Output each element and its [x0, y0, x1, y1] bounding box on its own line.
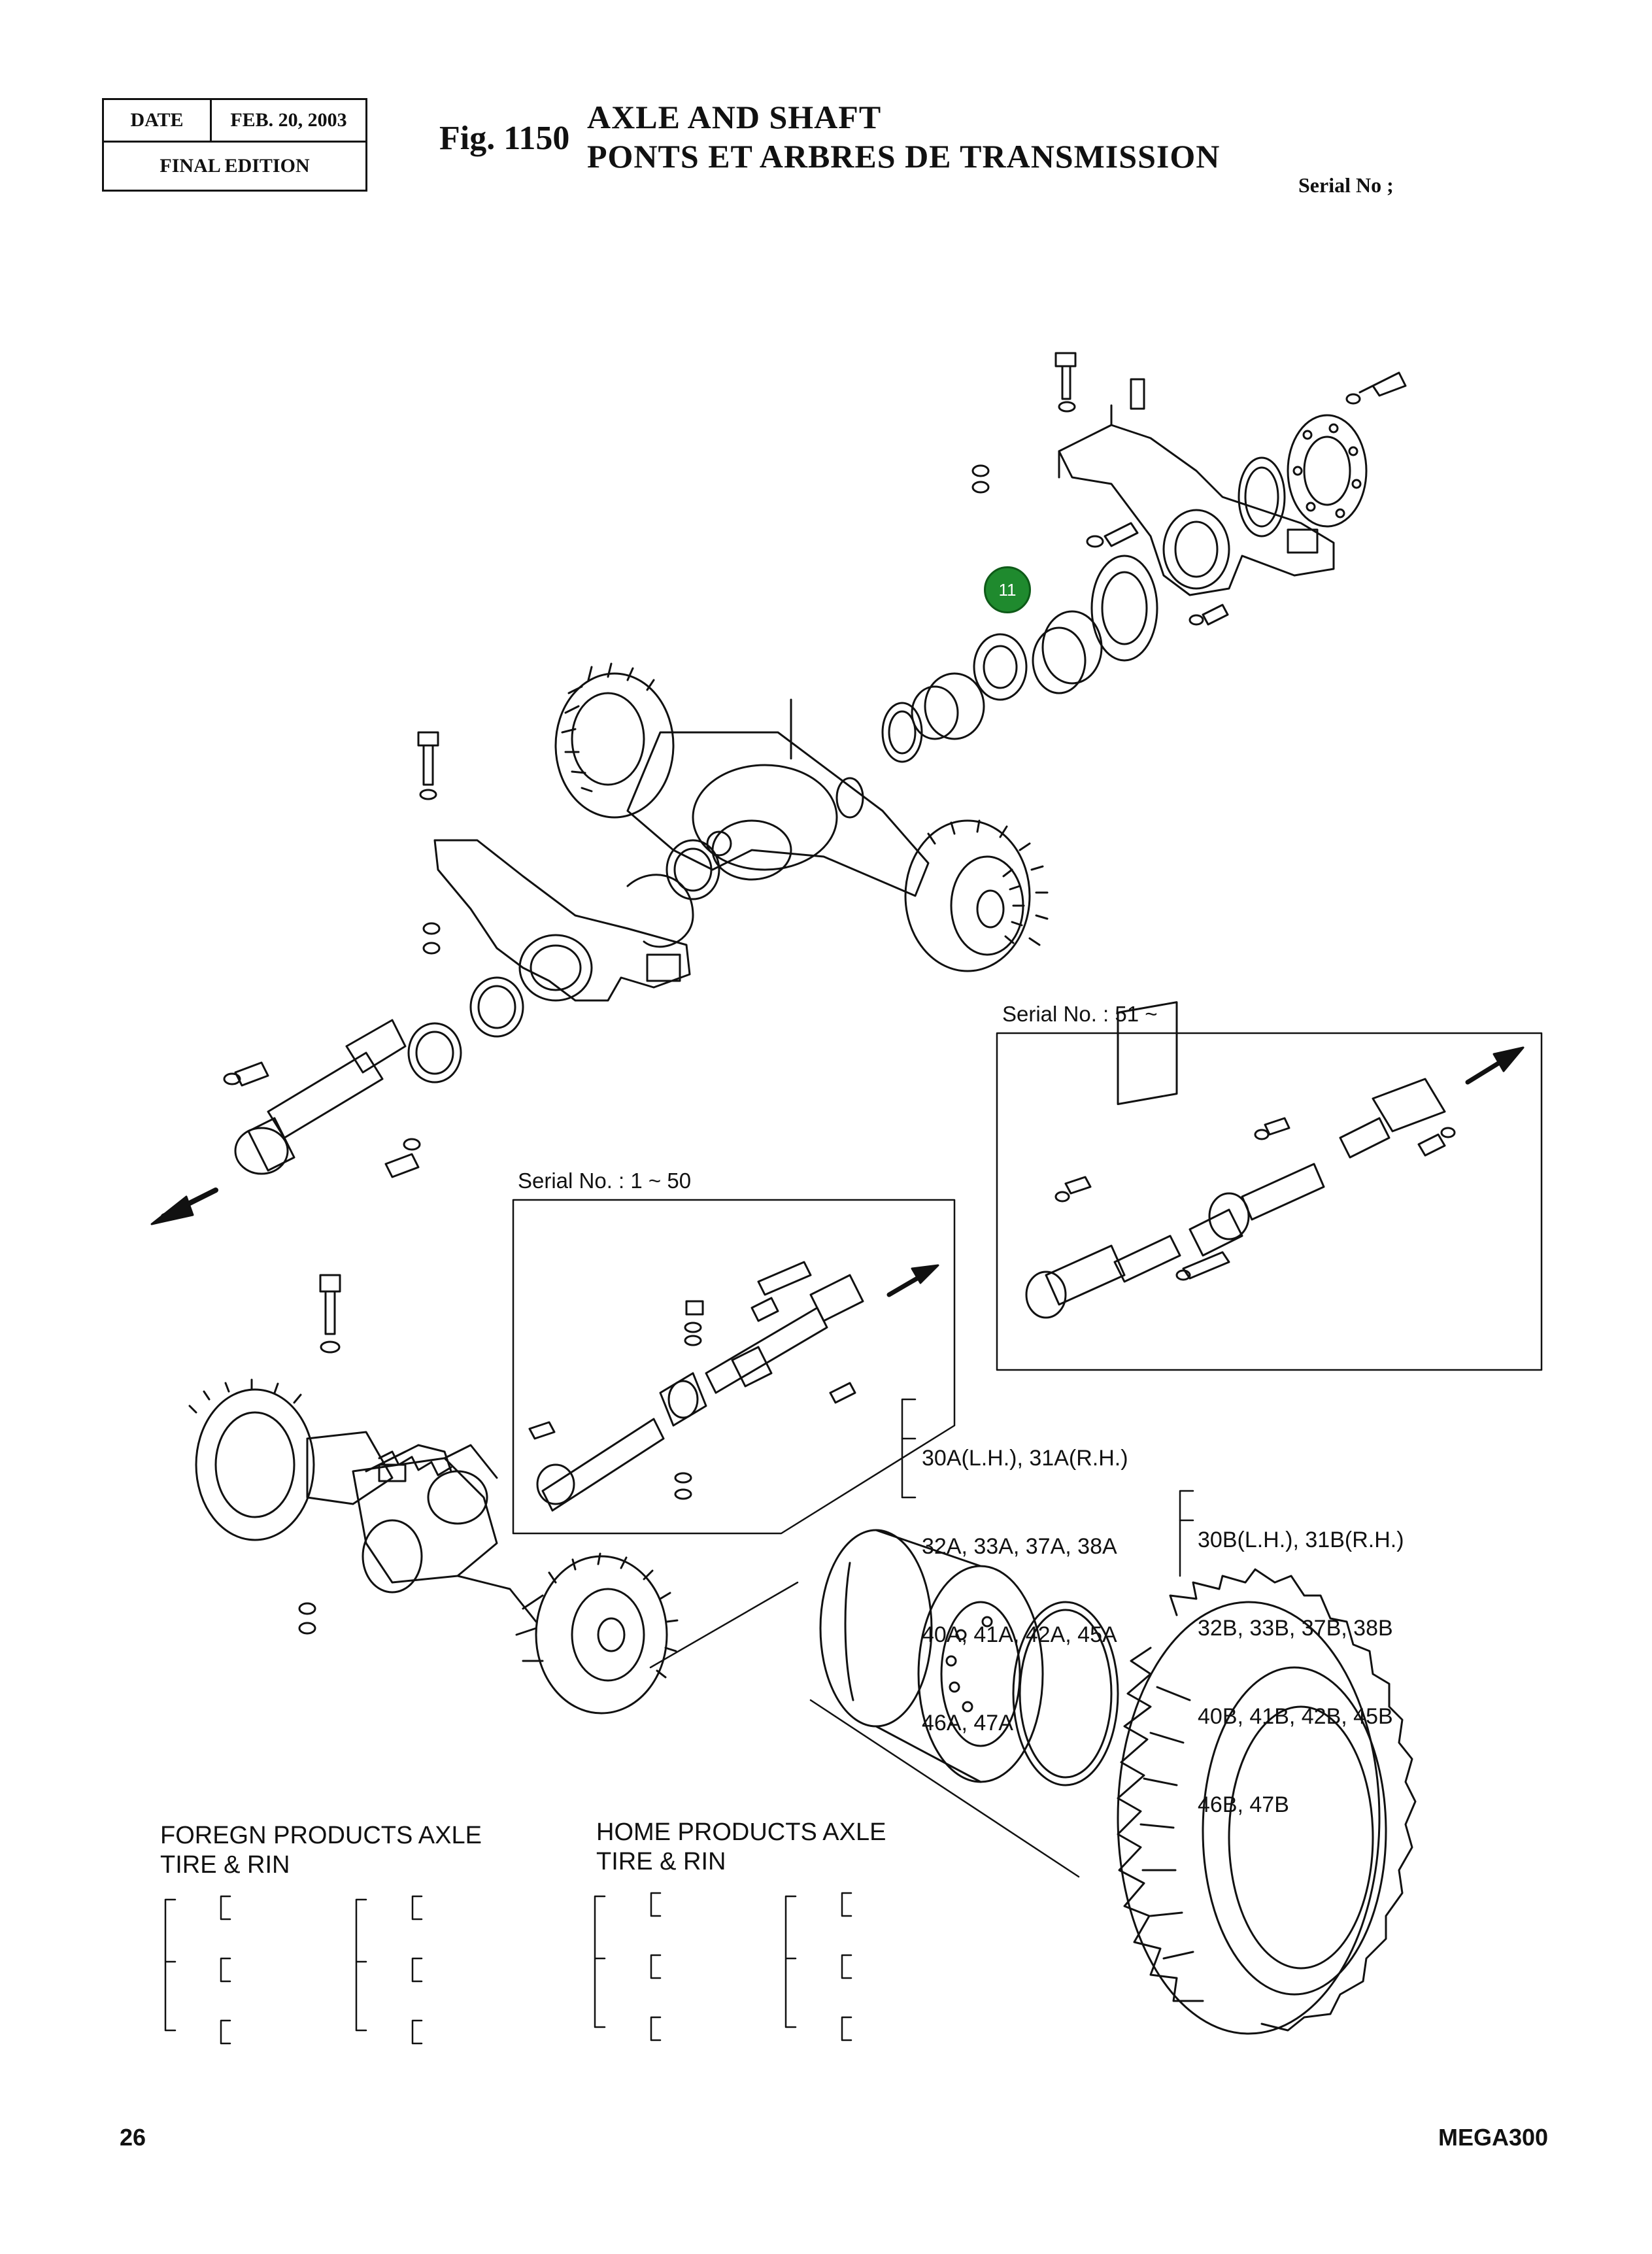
- panel-label-serial-1-50: Serial No. : 1 ~ 50: [518, 1169, 692, 1193]
- legend-home-title: HOME PRODUCTS AXLE TIRE & RIN: [596, 1818, 886, 1877]
- edition-label: FINAL EDITION: [160, 155, 310, 177]
- figure-number: Fig. 1150: [439, 120, 570, 157]
- panel-frame-serial-51: [997, 1033, 1542, 1370]
- callout-group-a: 30A(L.H.), 31A(R.H.) 32A, 33A, 37A, 38A …: [922, 1385, 1128, 1767]
- rear-axle-housing: [556, 664, 1047, 971]
- callout-a-line-4: 46A, 47A: [922, 1711, 1013, 1735]
- callout-a-line-3: 40A, 41A, 42A, 45A: [922, 1622, 1117, 1647]
- title-french: PONTS ET ARBRES DE TRANSMISSION: [587, 138, 1221, 175]
- wheel-rim: [820, 1530, 1118, 1785]
- date-edition-box: DATE FEB. 20, 2003 FINAL EDITION: [102, 98, 367, 192]
- callout-b-line-4: 46B, 47B: [1198, 1792, 1289, 1817]
- front-axle-housing: [190, 1275, 677, 1713]
- callout-a-line-2: 32A, 33A, 37A, 38A: [922, 1534, 1117, 1559]
- legend-brackets: [165, 1893, 851, 2043]
- right-axle-bracket: [1056, 353, 1334, 595]
- callout-badge-11[interactable]: 11: [984, 566, 1031, 613]
- left-axle-bracket: [409, 732, 719, 1082]
- serial-number-label: Serial No ;: [1298, 173, 1394, 197]
- date-value: FEB. 20, 2003: [230, 109, 347, 131]
- legend-foreign-title: FOREGN PRODUCTS AXLE TIRE & RIN: [160, 1821, 482, 1880]
- callout-group-b: 30B(L.H.), 31B(R.H.) 32B, 33B, 37B, 38B …: [1198, 1467, 1404, 1849]
- callout-b-line-2: 32B, 33B, 37B, 38B: [1198, 1616, 1393, 1641]
- front-drive-shaft: [224, 1020, 420, 1177]
- panel-frame-serial-1-50: [513, 1200, 954, 1533]
- legend-home-line-1: HOME PRODUCTS AXLE: [596, 1819, 886, 1846]
- tire: [1118, 1569, 1415, 2034]
- flange-and-seals: [883, 373, 1406, 762]
- page-number: 26: [120, 2124, 146, 2151]
- panel-label-serial-51: Serial No. : 51 ~: [1002, 1002, 1158, 1026]
- rear-shaft-serial-1-50: [530, 1262, 863, 1511]
- callout-b-line-1: 30B(L.H.), 31B(R.H.): [1198, 1528, 1404, 1552]
- callout-a-line-1: 30A(L.H.), 31A(R.H.): [922, 1446, 1128, 1471]
- date-row: DATE FEB. 20, 2003: [104, 100, 365, 143]
- legend-foreign-line-1: FOREGN PRODUCTS AXLE: [160, 1822, 482, 1849]
- legend-home-line-2: TIRE & RIN: [596, 1848, 726, 1875]
- model-name: MEGA300: [1438, 2124, 1549, 2151]
- legend-foreign-line-2: TIRE & RIN: [160, 1851, 290, 1879]
- callout-b-line-3: 40B, 41B, 42B, 45B: [1198, 1704, 1393, 1729]
- rear-shaft-serial-51: [1026, 1002, 1455, 1318]
- date-label: DATE: [104, 100, 212, 141]
- title-english: AXLE AND SHAFT: [587, 99, 882, 135]
